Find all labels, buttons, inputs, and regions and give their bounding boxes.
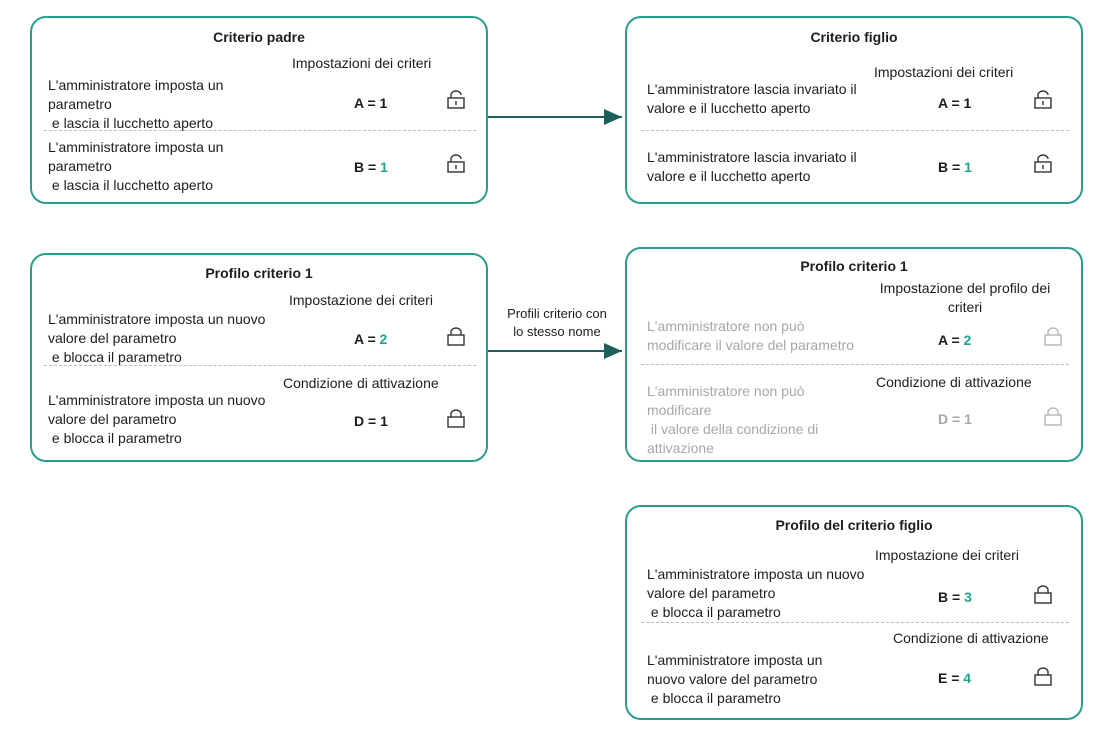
card-title: Profilo criterio 1 <box>800 258 908 274</box>
parameter-value: D = 1 <box>354 413 388 429</box>
row-description: L'amministratore non può modificare il v… <box>647 383 819 456</box>
row-description: L'amministratore imposta un nuovo valore… <box>647 566 865 620</box>
section-header: Impostazioni dei criteri <box>874 64 1014 80</box>
parent-profile-card: Profilo criterio 1 Impostazione dei crit… <box>30 253 488 462</box>
parameter-value: B = 1 <box>938 159 972 175</box>
child-profile-card: Profilo criterio 1 Impostazione del prof… <box>625 247 1083 462</box>
row-description: L'amministratore imposta un parametro e … <box>48 77 224 131</box>
row-description: L'amministratore imposta un nuovo valore… <box>647 652 823 706</box>
parent-policy-card: Criterio padre Impostazioni dei criteri … <box>30 16 488 204</box>
lock-closed-icon <box>1044 327 1062 346</box>
row-description: L'amministratore imposta un nuovo valore… <box>48 311 266 365</box>
section-header: Condizione di attivazione <box>283 375 439 391</box>
lock-open-icon <box>447 154 465 173</box>
lock-closed-icon <box>447 409 465 428</box>
lock-open-icon <box>1034 154 1052 173</box>
row-divider <box>641 364 1069 365</box>
row-description: L'amministratore imposta un nuovo valore… <box>48 392 266 446</box>
section-header: Impostazioni dei criteri <box>292 55 432 71</box>
parameter-value: A = 1 <box>938 95 972 111</box>
card-title: Profilo del criterio figlio <box>775 517 933 533</box>
parameter-value: D = 1 <box>938 411 972 427</box>
parameter-value: E = 4 <box>938 670 972 686</box>
child-policy-profile-card: Profilo del criterio figlio Impostazione… <box>625 505 1083 720</box>
row-description: L'amministratore lascia invariato il val… <box>647 81 857 116</box>
lock-open-icon <box>1034 90 1052 109</box>
lock-closed-icon <box>1034 667 1052 686</box>
parameter-value: A = 1 <box>354 95 388 111</box>
section-header: Impostazione dei criteri <box>289 292 433 308</box>
lock-open-icon <box>447 90 465 109</box>
row-divider <box>641 130 1069 131</box>
row-divider <box>641 622 1069 623</box>
section-header: Impostazione del profilo dei criteri <box>879 280 1051 315</box>
section-header: Impostazione dei criteri <box>875 547 1019 563</box>
section-header: Condizione di attivazione <box>876 374 1032 390</box>
section-header: Condizione di attivazione <box>893 630 1049 646</box>
parameter-value: B = 3 <box>938 589 972 605</box>
row-divider <box>44 365 476 366</box>
lock-closed-icon <box>447 327 465 346</box>
parameter-value: A = 2 <box>354 331 388 347</box>
lock-closed-icon <box>1034 585 1052 604</box>
card-title: Profilo criterio 1 <box>205 265 313 281</box>
row-description: L'amministratore imposta un parametro e … <box>48 139 224 193</box>
row-description: L'amministratore lascia invariato il val… <box>647 149 857 184</box>
card-title: Criterio figlio <box>810 29 898 45</box>
lock-closed-icon <box>1044 407 1062 426</box>
arrow-label: Profili criterio con lo stesso nome <box>507 306 607 339</box>
parameter-value: B = 1 <box>354 159 388 175</box>
parameter-value: A = 2 <box>938 332 972 348</box>
row-divider <box>44 130 476 131</box>
card-title: Criterio padre <box>213 29 305 45</box>
row-description: L'amministratore non può modificare il v… <box>647 318 854 353</box>
child-policy-card: Criterio figlio Impostazioni dei criteri… <box>625 16 1083 204</box>
